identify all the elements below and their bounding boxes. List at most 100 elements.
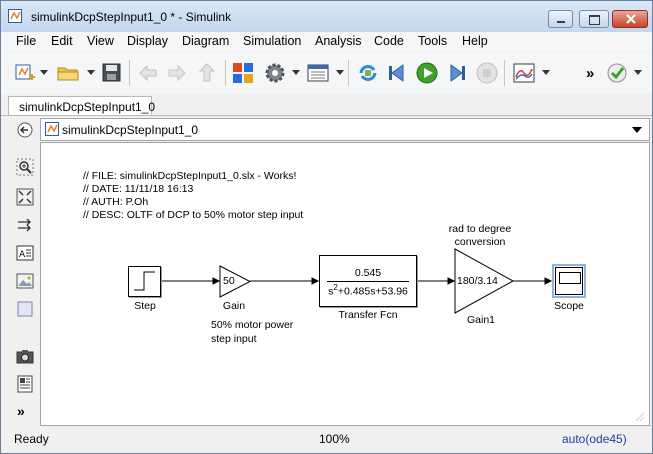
gain-block[interactable]: 50 [219, 265, 251, 298]
new-model-button[interactable] [13, 61, 37, 85]
route-lines-button[interactable] [16, 216, 34, 234]
stop-button[interactable] [475, 61, 499, 85]
toolbar-separator [504, 60, 505, 86]
comment-author[interactable]: // AUTH: P.Oh [83, 196, 149, 208]
new-model-icon [15, 64, 35, 80]
menu-display[interactable]: Display [127, 34, 168, 48]
forward-arrow-icon [168, 64, 186, 82]
path-dropdown-icon[interactable] [632, 127, 642, 133]
comment-file[interactable]: // FILE: simulinkDcpStepInput1_0.slx - W… [83, 170, 297, 182]
menu-tools[interactable]: Tools [418, 34, 448, 48]
toolbar-overflow-button[interactable]: » [586, 65, 595, 82]
menu-help[interactable]: Help [462, 34, 488, 48]
gain1-block[interactable]: 180/3.14 [454, 248, 514, 314]
model-icon [45, 122, 59, 136]
minimize-icon [557, 21, 565, 23]
model-config-button[interactable] [263, 61, 287, 85]
save-button[interactable] [100, 61, 124, 85]
data-inspector-dropdown-icon[interactable] [542, 70, 550, 75]
step-label[interactable]: Step [134, 300, 156, 312]
transfer-fcn-block[interactable]: 0.545 s2+0.485s+53.96 [319, 255, 417, 307]
status-bar: Ready 100% auto(ode45) [1, 427, 652, 453]
menu-file[interactable]: File [16, 34, 37, 48]
menu-view[interactable]: View [87, 34, 114, 48]
model-explorer-button[interactable] [306, 61, 330, 85]
step-forward-button[interactable] [445, 61, 469, 85]
update-diagram-button[interactable] [356, 61, 380, 85]
hide-browser-button[interactable] [16, 121, 34, 139]
menu-code[interactable]: Code [374, 34, 404, 48]
forward-button[interactable] [165, 61, 189, 85]
gain-triangle-icon [219, 265, 251, 298]
scope-screen-icon [559, 272, 581, 284]
close-icon [626, 14, 636, 24]
scope-label[interactable]: Scope [554, 300, 584, 312]
left-palette: A » [1, 116, 39, 427]
menu-analysis[interactable]: Analysis [315, 34, 362, 48]
checkmark-icon [607, 63, 627, 83]
model-advisor-dropdown-icon[interactable] [634, 70, 642, 75]
comment-date[interactable]: // DATE: 11/11/18 16:13 [83, 183, 194, 195]
maximize-button[interactable] [579, 10, 609, 28]
arrowhead [311, 277, 320, 285]
menu-simulation[interactable]: Simulation [243, 34, 302, 48]
step-block[interactable] [128, 266, 161, 297]
image-button[interactable] [16, 272, 34, 290]
model-config-dropdown-icon[interactable] [292, 70, 300, 75]
fit-to-view-button[interactable] [16, 188, 34, 206]
comment-description[interactable]: // DESC: OLTF of DCP to 50% motor step i… [83, 209, 304, 221]
transfer-fcn-label[interactable]: Transfer Fcn [338, 309, 398, 321]
simulink-app-icon [8, 9, 22, 23]
arrows-right-icon [18, 218, 31, 232]
toolbar-separator [225, 60, 226, 86]
back-arrow-icon [139, 64, 157, 82]
gain1-note-line2[interactable]: conversion [454, 236, 506, 248]
maximize-icon [589, 15, 600, 25]
gain-note-line1[interactable]: 50% motor power [211, 319, 294, 331]
title-bar: simulinkDcpStepInput1_0 * - Simulink [1, 1, 652, 32]
close-button[interactable] [612, 10, 648, 28]
gain1-note-line1[interactable]: rad to degree [448, 223, 512, 235]
tf-den-rest: +0.485s+53.96 [337, 285, 408, 298]
svg-text:A: A [19, 250, 26, 260]
annotation-button[interactable]: A [16, 244, 34, 262]
open-dropdown-icon[interactable] [87, 70, 95, 75]
report-button[interactable] [16, 375, 34, 393]
run-button[interactable] [415, 61, 439, 85]
library-browser-button[interactable] [231, 61, 255, 85]
gain-note-line2[interactable]: step input [211, 333, 257, 345]
model-advisor-button[interactable] [605, 61, 629, 85]
model-path-bar[interactable]: simulinkDcpStepInput1_0 [40, 118, 650, 141]
status-zoom: 100% [319, 432, 350, 446]
tab-model[interactable]: simulinkDcpStepInput1_0 [8, 96, 155, 115]
model-explorer-dropdown-icon[interactable] [336, 70, 344, 75]
status-solver[interactable]: auto(ode45) [562, 432, 627, 446]
step-back-button[interactable] [385, 61, 409, 85]
step-icon [134, 271, 155, 291]
tf-denominator: s2+0.485s+53.96 [320, 283, 416, 298]
new-model-dropdown-icon[interactable] [40, 70, 48, 75]
simulation-data-inspector-button[interactable] [512, 61, 536, 85]
scope-block[interactable] [552, 264, 586, 298]
data-inspector-icon [513, 63, 535, 83]
diagram-canvas[interactable]: // FILE: simulinkDcpStepInput1_0.slx - W… [40, 142, 650, 426]
gain-label[interactable]: Gain [222, 300, 246, 312]
up-button[interactable] [195, 61, 219, 85]
area-button[interactable] [16, 300, 34, 318]
status-state: Ready [14, 432, 49, 446]
step-forward-icon [450, 64, 465, 82]
palette-expand-button[interactable]: » [17, 403, 25, 419]
signal-lines [162, 277, 553, 285]
stop-icon [476, 62, 498, 84]
screenshot-button[interactable] [16, 347, 34, 365]
window-title: simulinkDcpStepInput1_0 * - Simulink [31, 10, 232, 24]
zoom-button[interactable] [16, 158, 34, 176]
up-arrow-icon [198, 63, 216, 82]
image-icon [16, 273, 34, 289]
menu-diagram[interactable]: Diagram [182, 34, 230, 48]
open-button[interactable] [56, 61, 80, 85]
back-button[interactable] [136, 61, 160, 85]
gain1-label[interactable]: Gain1 [466, 314, 496, 326]
minimize-button[interactable] [548, 10, 573, 28]
menu-edit[interactable]: Edit [51, 34, 73, 48]
